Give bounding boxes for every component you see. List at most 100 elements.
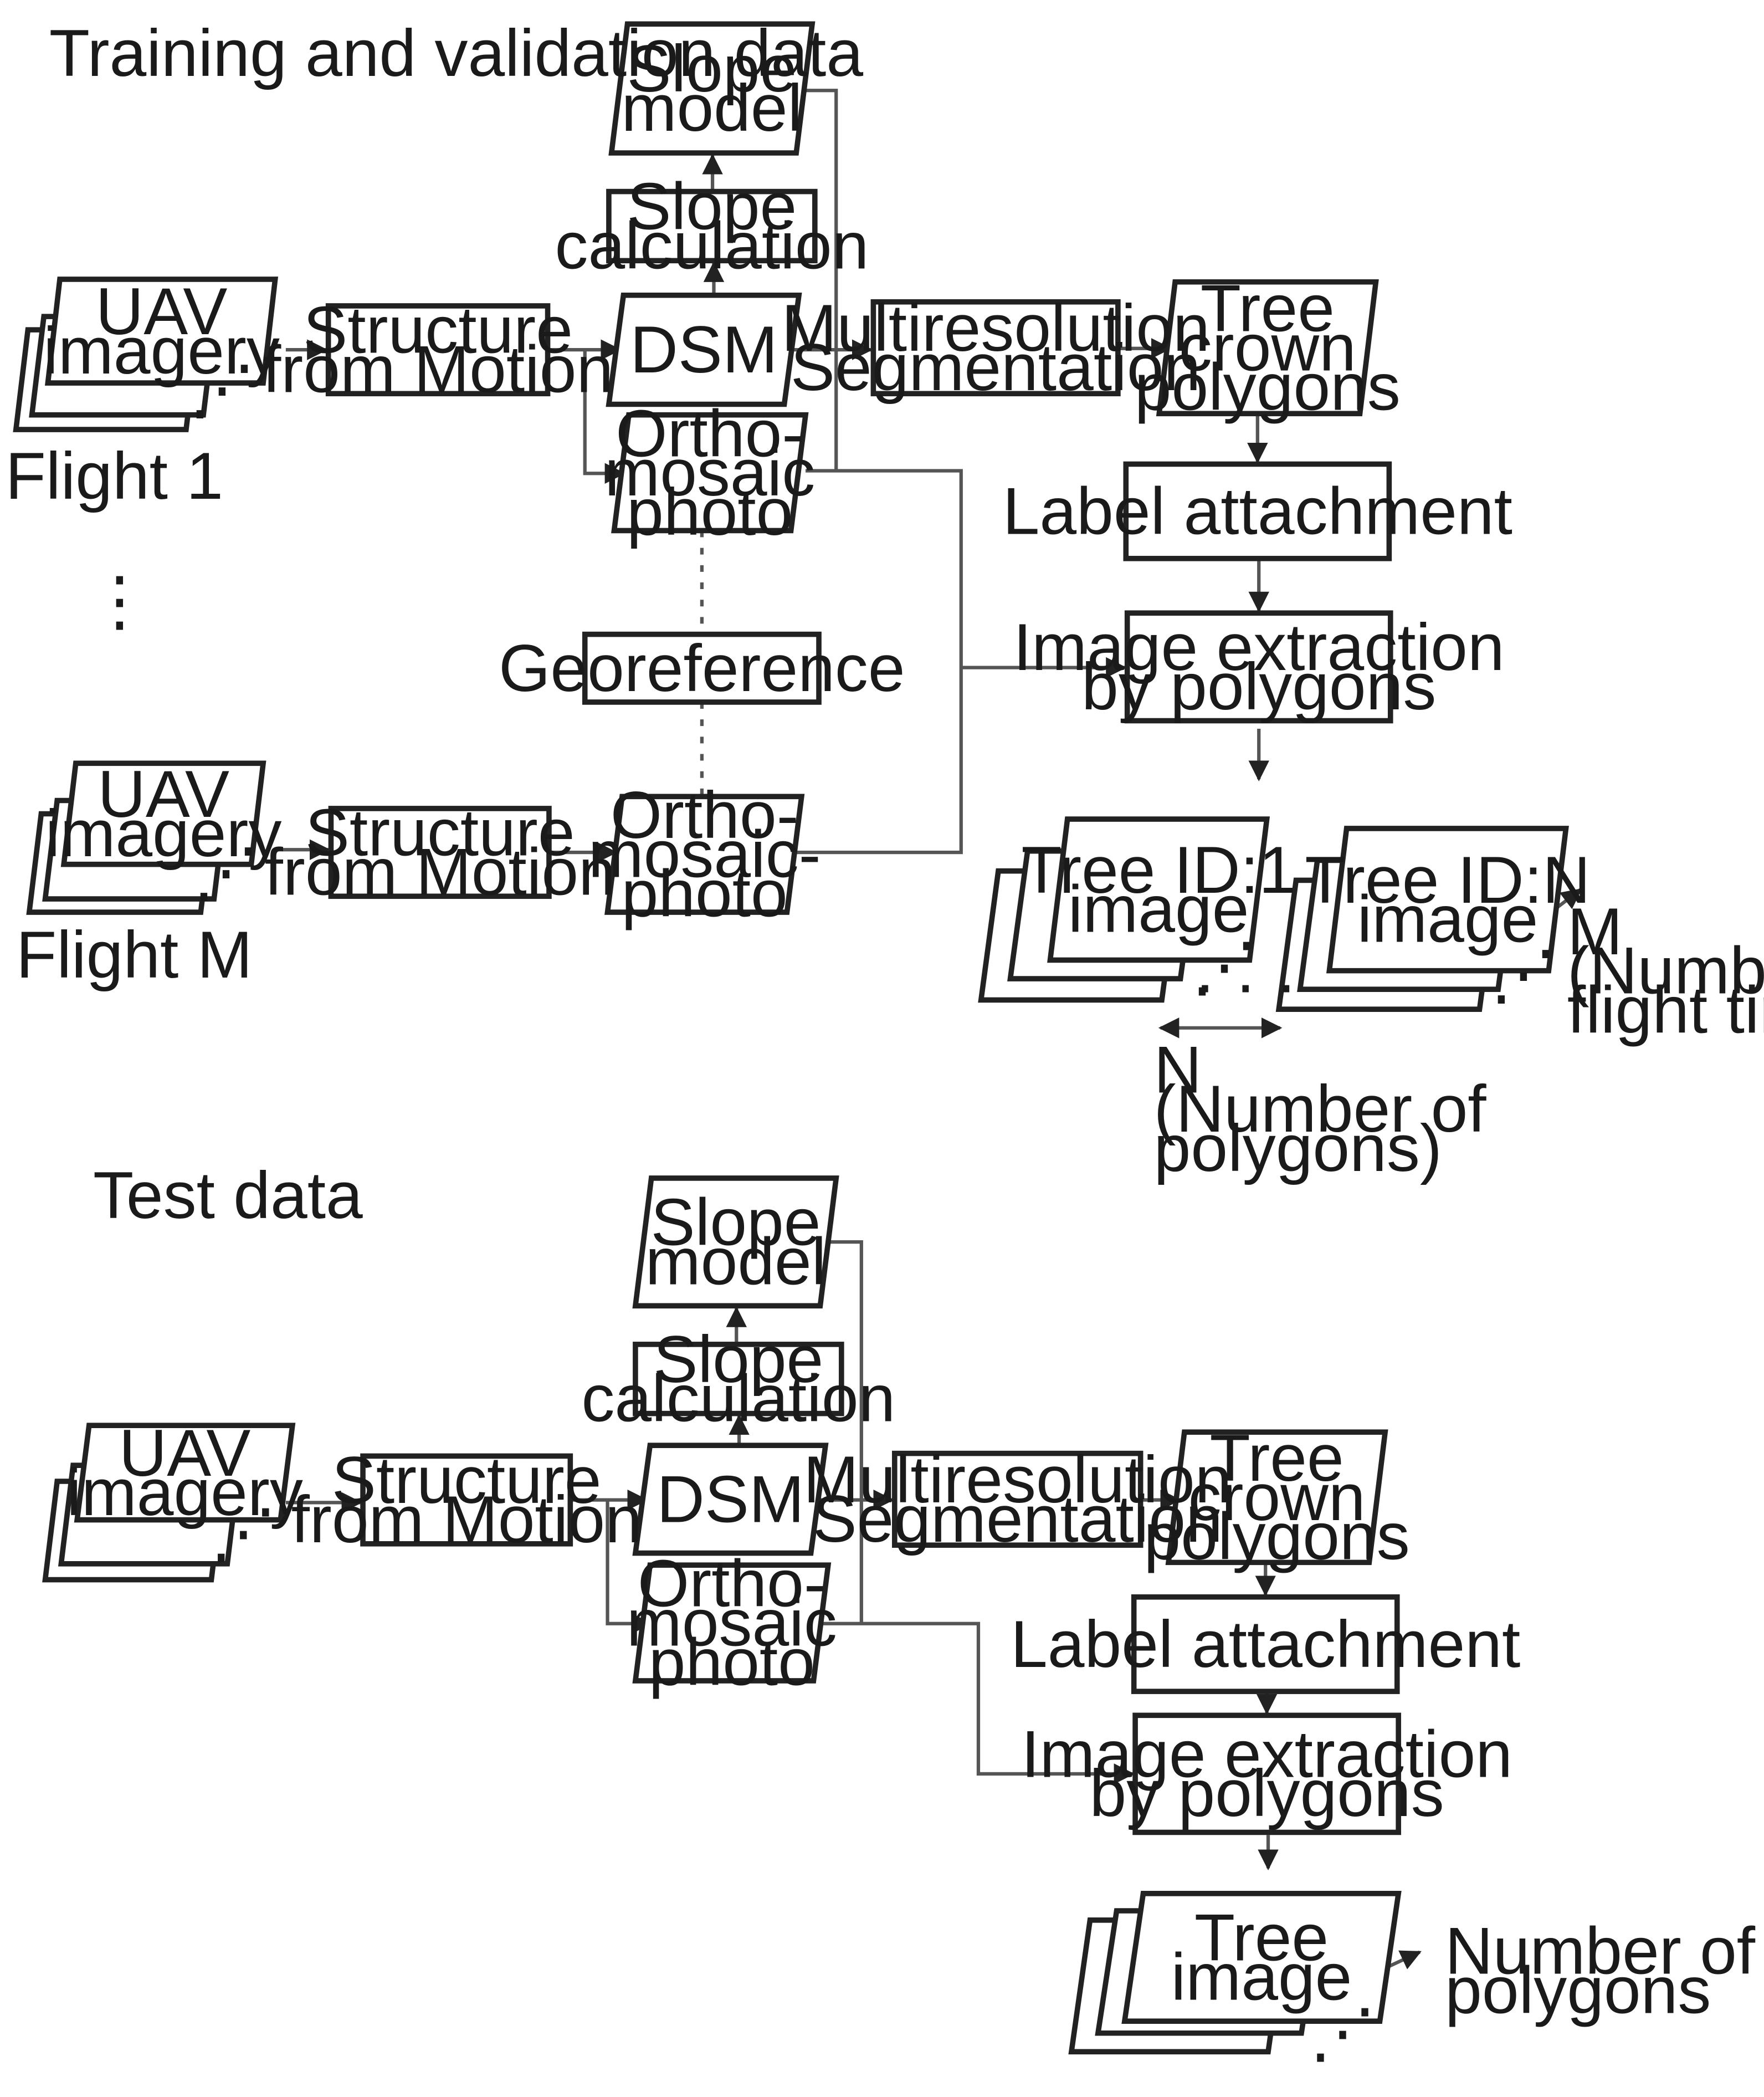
training-tree-crown-line-1: Tree [1201, 272, 1335, 346]
conn-slopemodel-merge [806, 89, 838, 471]
test-sfm-line-1: Structure [332, 1443, 602, 1517]
test-uav-imagery-line-1: UAV [119, 1416, 251, 1490]
test-slope-calculation-box [633, 1342, 844, 1416]
georeference-line-1: Georeference [499, 631, 905, 705]
training-segmentation-line-2: Segmentation [791, 330, 1201, 405]
training-slope-calculation-box [606, 188, 818, 264]
flight-1-label: Flight 1 [6, 439, 223, 513]
test-tree-crown-shape [1165, 1429, 1388, 1566]
georeference-box [582, 631, 822, 705]
test-sfm-box [360, 1453, 573, 1547]
tree-id-1-stack-sheet-3 [1047, 816, 1270, 963]
training-slope-calculation-line-1: Slope [627, 170, 797, 244]
test-label-attachment-box [1131, 1594, 1400, 1694]
ortho-flight-m-shape [604, 794, 805, 915]
uav-imagery-flight-1-line-2: imagery [43, 314, 280, 388]
sfm-flight-m-line-1: Structure [305, 796, 575, 870]
sfm-flight-1-line-1: Structure [303, 293, 573, 367]
training-image-extraction-line-1: Image extraction [1013, 610, 1505, 684]
conn-test-slopemodel-merge [828, 1240, 863, 1624]
sfm-flight-1-line-2: from Motion [263, 333, 613, 407]
conn-test-sfm-ortho [606, 1500, 653, 1634]
m-axis-label-line-1: M [1567, 894, 1623, 969]
sfm-flight-1-box [325, 303, 551, 397]
test-segmentation-box [891, 1450, 1143, 1548]
test-ortho-line-3: photo [649, 1625, 815, 1699]
uav-imagery-flight-1-more-dots: ⋰ [189, 352, 255, 427]
m-axis-label-line-3: flight times) [1567, 973, 1764, 1047]
ortho-flight-1-line-2: mosaic [604, 436, 815, 510]
test-segmentation-line-1: Multiresolution [803, 1443, 1232, 1517]
test-tree-crown-line-3: polygons [1144, 1500, 1410, 1574]
tree-id-n-stack-sheet-3 [1326, 826, 1569, 974]
training-slope-calculation-line-2: calculation [555, 208, 869, 283]
test-ortho-line-1: Ortho- [638, 1547, 826, 1621]
ortho-flight-1-line-1: Ortho- [616, 396, 804, 470]
training-dsm-line-1: DSM [630, 313, 778, 387]
test-ortho-line-2: mosaic [627, 1586, 837, 1660]
m-axis-label-line-2: (Number of [1567, 934, 1764, 1008]
training-slope-model-line-2: model [622, 71, 803, 145]
ortho-flight-1-shape [611, 412, 809, 534]
training-label-attachment-box [1123, 461, 1392, 561]
sfm-flight-m-box [328, 806, 552, 899]
n-axis-label-line-1: N [1154, 1032, 1202, 1107]
test-polygons-label-line-1: Number of [1445, 1914, 1756, 1988]
training-tree-crown-line-3: polygons [1135, 350, 1401, 424]
tree-id-1-stack-more-dots: ⋰ [1191, 929, 1258, 1004]
training-tree-crown-line-2: crown [1179, 311, 1356, 385]
test-polygons-label-line-2: polygons [1445, 1953, 1711, 2027]
training-section-title: Training and validation data [49, 16, 864, 90]
ortho-flight-m-line-1: Ortho- [611, 778, 799, 852]
tree-id-1-stack-line-2: image [1068, 872, 1249, 947]
conn-ortho-bus [793, 469, 963, 855]
training-segmentation-box [870, 299, 1121, 397]
test-section-title: Test data [93, 1158, 363, 1232]
training-image-extraction-line-2: by polygons [1081, 649, 1436, 724]
test-image-extraction-box [1132, 1712, 1401, 1835]
test-dsm-line-1: DSM [657, 1462, 804, 1536]
uav-imagery-flight-1-line-1: UAV [96, 274, 228, 349]
test-slope-model-line-2: model [645, 1225, 827, 1299]
test-slope-calculation-line-1: Slope [653, 1322, 823, 1397]
n-axis-label-line-2: (Number of [1154, 1072, 1487, 1146]
ortho-flight-m-line-2: mosaic- [588, 817, 821, 892]
tree-id-n-stack-line-1: Tree ID:N [1305, 843, 1590, 917]
test-dsm-shape [632, 1443, 829, 1556]
training-segmentation-line-1: Multiresolution [781, 291, 1209, 365]
training-image-extraction-box [1124, 610, 1393, 724]
test-slope-model-shape [632, 1175, 839, 1309]
uav-imagery-flight-m-sheet-3 [60, 760, 266, 867]
training-tree-crown-shape [1156, 279, 1379, 417]
uav-imagery-flight-m-line-2: imagery [45, 796, 282, 871]
test-tree-image-stack-line-2: image [1171, 1940, 1352, 2014]
conn-sfm1-ortho1 [583, 350, 626, 484]
test-image-extraction-line-1: Image extraction [1021, 1717, 1512, 1791]
training-dsm-shape [606, 292, 802, 407]
test-tree-crown-line-1: Tree [1210, 1421, 1344, 1495]
sfm-flight-m-line-2: from Motion [265, 835, 616, 909]
test-tree-image-stack-more-dots: ⋰ [1309, 1996, 1376, 2070]
test-slope-model-line-1: Slope [651, 1185, 821, 1260]
test-sfm-line-2: from Motion [291, 1482, 642, 1557]
ortho-flight-1-line-3: photo [627, 475, 793, 549]
stacks-ellipsis: · · · [1194, 947, 1298, 1021]
test-ortho-shape [632, 1562, 832, 1684]
test-uav-imagery-sheet-3 [74, 1423, 296, 1523]
test-uav-imagery-more-dots: ⋰ [210, 1496, 276, 1571]
tree-id-n-stack-line-2: image [1357, 882, 1539, 957]
uav-imagery-flight-1-sheet-3 [44, 277, 279, 386]
conn-test-ortho-extraction [813, 1622, 1135, 1784]
flight-m-label: Flight M [16, 918, 253, 992]
tree-id-n-stack-more-dots: ⋰ [1490, 938, 1557, 1012]
test-image-extraction-line-2: by polygons [1090, 1756, 1444, 1830]
test-segmentation-line-2: Segmentation [813, 1482, 1223, 1556]
training-slope-model-shape [608, 21, 816, 156]
tree-id-1-stack-line-1: Tree ID:1 [1021, 833, 1296, 907]
test-label-attachment-line-1: Label attachment [1011, 1607, 1520, 1681]
ortho-flight-m-line-3: photo [622, 856, 788, 930]
test-slope-calculation-line-2: calculation [581, 1362, 895, 1436]
uav-imagery-flight-m-more-dots: ⋰ [193, 835, 259, 909]
